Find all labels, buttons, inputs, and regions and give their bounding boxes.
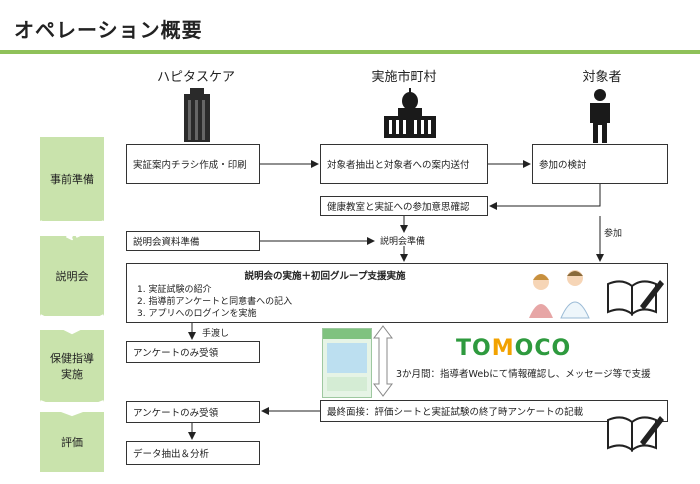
stage-evaluation: 評価 <box>40 412 104 472</box>
survey-box-2: アンケートのみ受領 <box>126 401 260 423</box>
stage-label: 評価 <box>61 436 83 449</box>
double-arrow <box>373 325 393 397</box>
nurse-illustration-icon <box>529 270 590 319</box>
flyer-box: 実証案内チラシ作成・印刷 <box>126 144 260 184</box>
tomoco-logo: TOMOCO <box>456 336 572 361</box>
briefing-item: 1. 実証試験の紹介 <box>137 285 212 295</box>
title-rule <box>0 50 700 54</box>
column-header-participant: 対象者 <box>582 70 622 85</box>
survey-box-1: アンケートのみ受領 <box>126 341 260 363</box>
analysis-box: データ抽出＆分析 <box>126 441 260 465</box>
confirm-box: 健康教室と実証への参加意思確認 <box>320 196 488 216</box>
join-label: 参加 <box>604 229 623 239</box>
handover-label: 手渡し <box>202 329 230 339</box>
building-icon <box>184 88 210 142</box>
column-header-hapitas: ハピタスケア <box>156 70 235 85</box>
extract-box: 対象者抽出と対象者への案内送付 <box>320 144 488 184</box>
book-pen-icon <box>607 280 664 316</box>
stage-guidance: 保健指導 実施 <box>40 330 104 402</box>
stage-label: 事前準備 <box>50 173 94 186</box>
person-icon <box>590 89 610 143</box>
column-header-municipality: 実施市町村 <box>371 70 437 85</box>
briefing-item: 3. アプリへのログインを実施 <box>137 309 257 319</box>
stage-label: 保健指導 実施 <box>50 352 94 381</box>
page-title: オペレーション概要 <box>14 18 203 42</box>
stage-briefing: 説明会 <box>40 236 104 316</box>
consider-box: 参加の検討 <box>532 144 668 184</box>
stage-label: 説明会 <box>55 270 89 283</box>
final-interview-box: 最終面接：評価シートと実証試験の終了時アンケートの記載 <box>320 400 668 422</box>
stage-dividers <box>40 220 104 478</box>
briefing-item: 2. 指導前アンケートと同意書への記入 <box>137 297 293 307</box>
stage-preparation: 事前準備 <box>40 137 104 221</box>
briefing-title: 説明会の実施＋初回グループ支援実施 <box>244 271 406 282</box>
prep-label: 説明会準備 <box>380 237 426 247</box>
app-screenshot <box>322 328 372 398</box>
city-hall-icon <box>384 88 436 138</box>
three-month-label: 3か月間：指導者Webにて情報確認し、メッセージ等で支援 <box>396 369 651 380</box>
material-box: 説明会資料準備 <box>126 231 260 251</box>
book-pen-icon-2 <box>607 416 664 452</box>
